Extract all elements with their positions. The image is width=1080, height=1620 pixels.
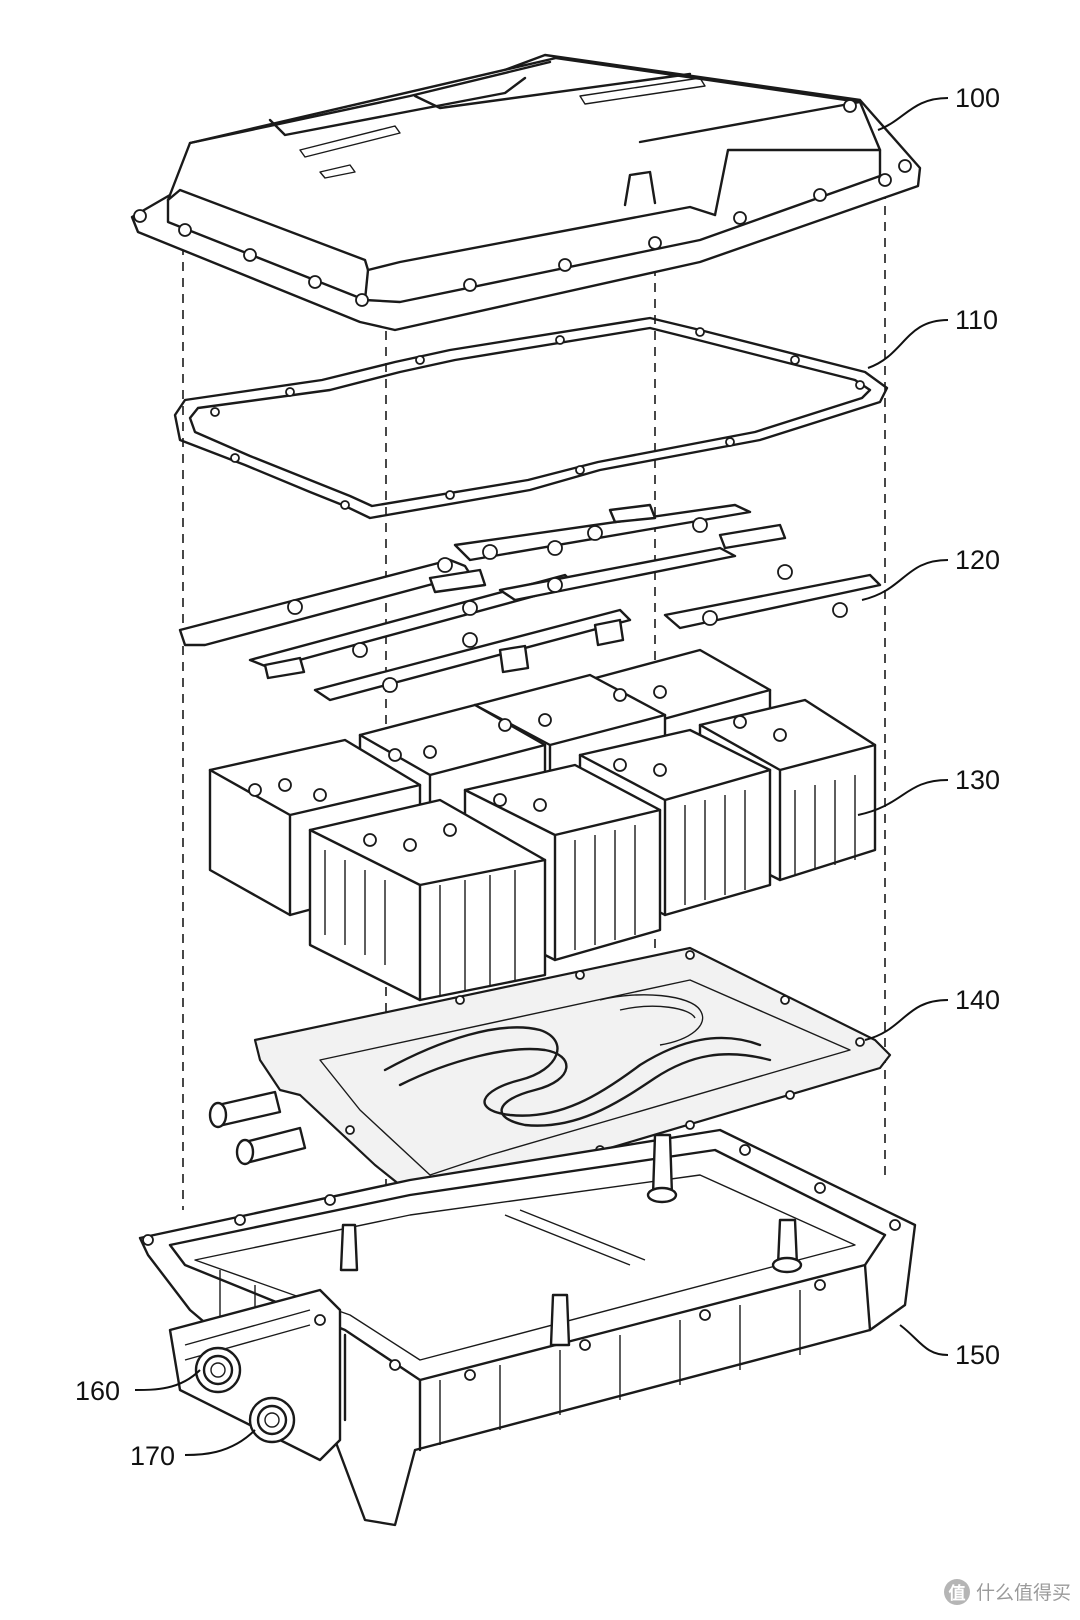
- bus-bars: [178, 503, 882, 702]
- label-140: 140: [955, 985, 1000, 1015]
- bus-bar-studs: [287, 517, 848, 693]
- battery-module: [308, 798, 547, 1002]
- label-120: 120: [955, 545, 1000, 575]
- gasket-holes: [210, 327, 865, 510]
- cover-bolts: [133, 99, 912, 307]
- tray-bolts: [142, 1144, 901, 1381]
- inlet-pipe: [208, 1090, 282, 1129]
- reference-labels: 100 110 120 130 140 150 160 170: [75, 83, 1000, 1471]
- svg-text:值: 值: [949, 1583, 966, 1604]
- connector-160: [194, 1346, 242, 1394]
- battery-modules: [208, 648, 877, 1002]
- watermark-text: 什么值得买: [976, 1582, 1071, 1604]
- zhi-badge-icon: 值: [944, 1579, 970, 1605]
- label-150: 150: [955, 1340, 1000, 1370]
- label-170: 170: [130, 1441, 175, 1471]
- gasket: [173, 316, 889, 520]
- label-130: 130: [955, 765, 1000, 795]
- outlet-pipe: [235, 1126, 307, 1166]
- top-cover: [130, 53, 922, 332]
- label-100: 100: [955, 83, 1000, 113]
- watermark: 值 什么值得买: [944, 1579, 1071, 1605]
- leader-lines: [134, 97, 949, 1456]
- module-terminals: [248, 685, 787, 852]
- connector-170: [248, 1396, 296, 1444]
- label-160: 160: [75, 1376, 120, 1406]
- lower-tray: [138, 1128, 917, 1527]
- label-110: 110: [955, 305, 998, 335]
